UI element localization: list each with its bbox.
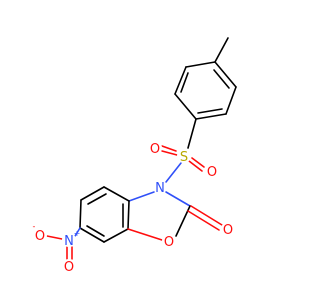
bond-s-o-left-a: [161, 150, 178, 156]
bond-ring-top-double-2: [197, 108, 223, 114]
atom-s-sulfonyl: S: [177, 149, 191, 165]
atom-s-sulfonyl-label: S: [180, 150, 188, 165]
bond-c2-o-b: [187, 210, 220, 231]
bond-ring-top-double-1: [180, 72, 189, 93]
bond-nitro-o-top: [46, 235, 63, 240]
atom-labels: N S O O O O N +: [33, 141, 235, 275]
atom-o-nitro-bottom: O: [62, 259, 76, 275]
bond-ring-top-2: [174, 66, 187, 95]
bond-ring-top-4: [195, 113, 227, 120]
bond-s-n: [165, 162, 182, 183]
bonds: [46, 37, 237, 260]
atom-o-ring-label: O: [164, 235, 174, 250]
atom-o-sulfonyl-right: O: [205, 164, 219, 180]
atom-o-sulfonyl-left: O: [148, 141, 162, 157]
bond-ring-top-5: [225, 86, 237, 115]
atom-n-nitro: N +: [62, 229, 80, 249]
bond-benzo-1: [103, 186, 130, 202]
bond-c-nitro: [74, 227, 81, 237]
bond-c2-o-a: [190, 205, 223, 226]
bond-n-c2: [165, 191, 191, 207]
bond-benzo-4: [79, 227, 105, 243]
atom-o-nitro-bottom-label: O: [64, 260, 74, 275]
bond-ring-top-1: [185, 61, 216, 68]
atom-o-ring: O: [162, 234, 176, 250]
atom-o-carbonyl-label: O: [223, 223, 233, 238]
bond-methyl: [214, 37, 229, 63]
bond-s-o-right-b: [188, 160, 203, 172]
bond-benzo-2: [80, 186, 105, 201]
bond-ring-top-double-3: [213, 69, 230, 89]
atom-o-carbonyl: O: [221, 222, 235, 238]
atom-o-nitro-top: O -: [33, 222, 47, 244]
bond-aryl-s: [187, 118, 197, 149]
atom-n-ring: N: [153, 180, 167, 196]
bond-ring-top-6: [214, 61, 237, 88]
atom-o-sulfonyl-left-label: O: [150, 142, 160, 157]
bond-o1-c7a: [127, 228, 163, 241]
bond-benzo-double-1: [87, 193, 107, 205]
bond-benzo-5: [103, 228, 129, 243]
bond-ring-top-3: [174, 93, 197, 120]
atom-n-nitro-label: N: [64, 234, 74, 249]
atom-o-sulfonyl-right-label: O: [207, 165, 217, 180]
bond-s-o-right-a: [191, 157, 205, 168]
bond-benzo-6: [127, 200, 130, 230]
atom-n-ring-label: N: [155, 181, 165, 196]
atom-o-nitro-top-charge: -: [33, 222, 36, 231]
atom-o-nitro-top-label: O: [35, 229, 45, 244]
bond-benzo-3: [79, 199, 82, 229]
atom-n-nitro-charge: +: [74, 229, 81, 238]
bond-s-o-left-b: [161, 145, 177, 152]
molecule-structure: N S O O O O N +: [33, 37, 237, 275]
bond-n-c3a: [128, 191, 155, 202]
bond-benzo-double-2: [86, 225, 105, 237]
